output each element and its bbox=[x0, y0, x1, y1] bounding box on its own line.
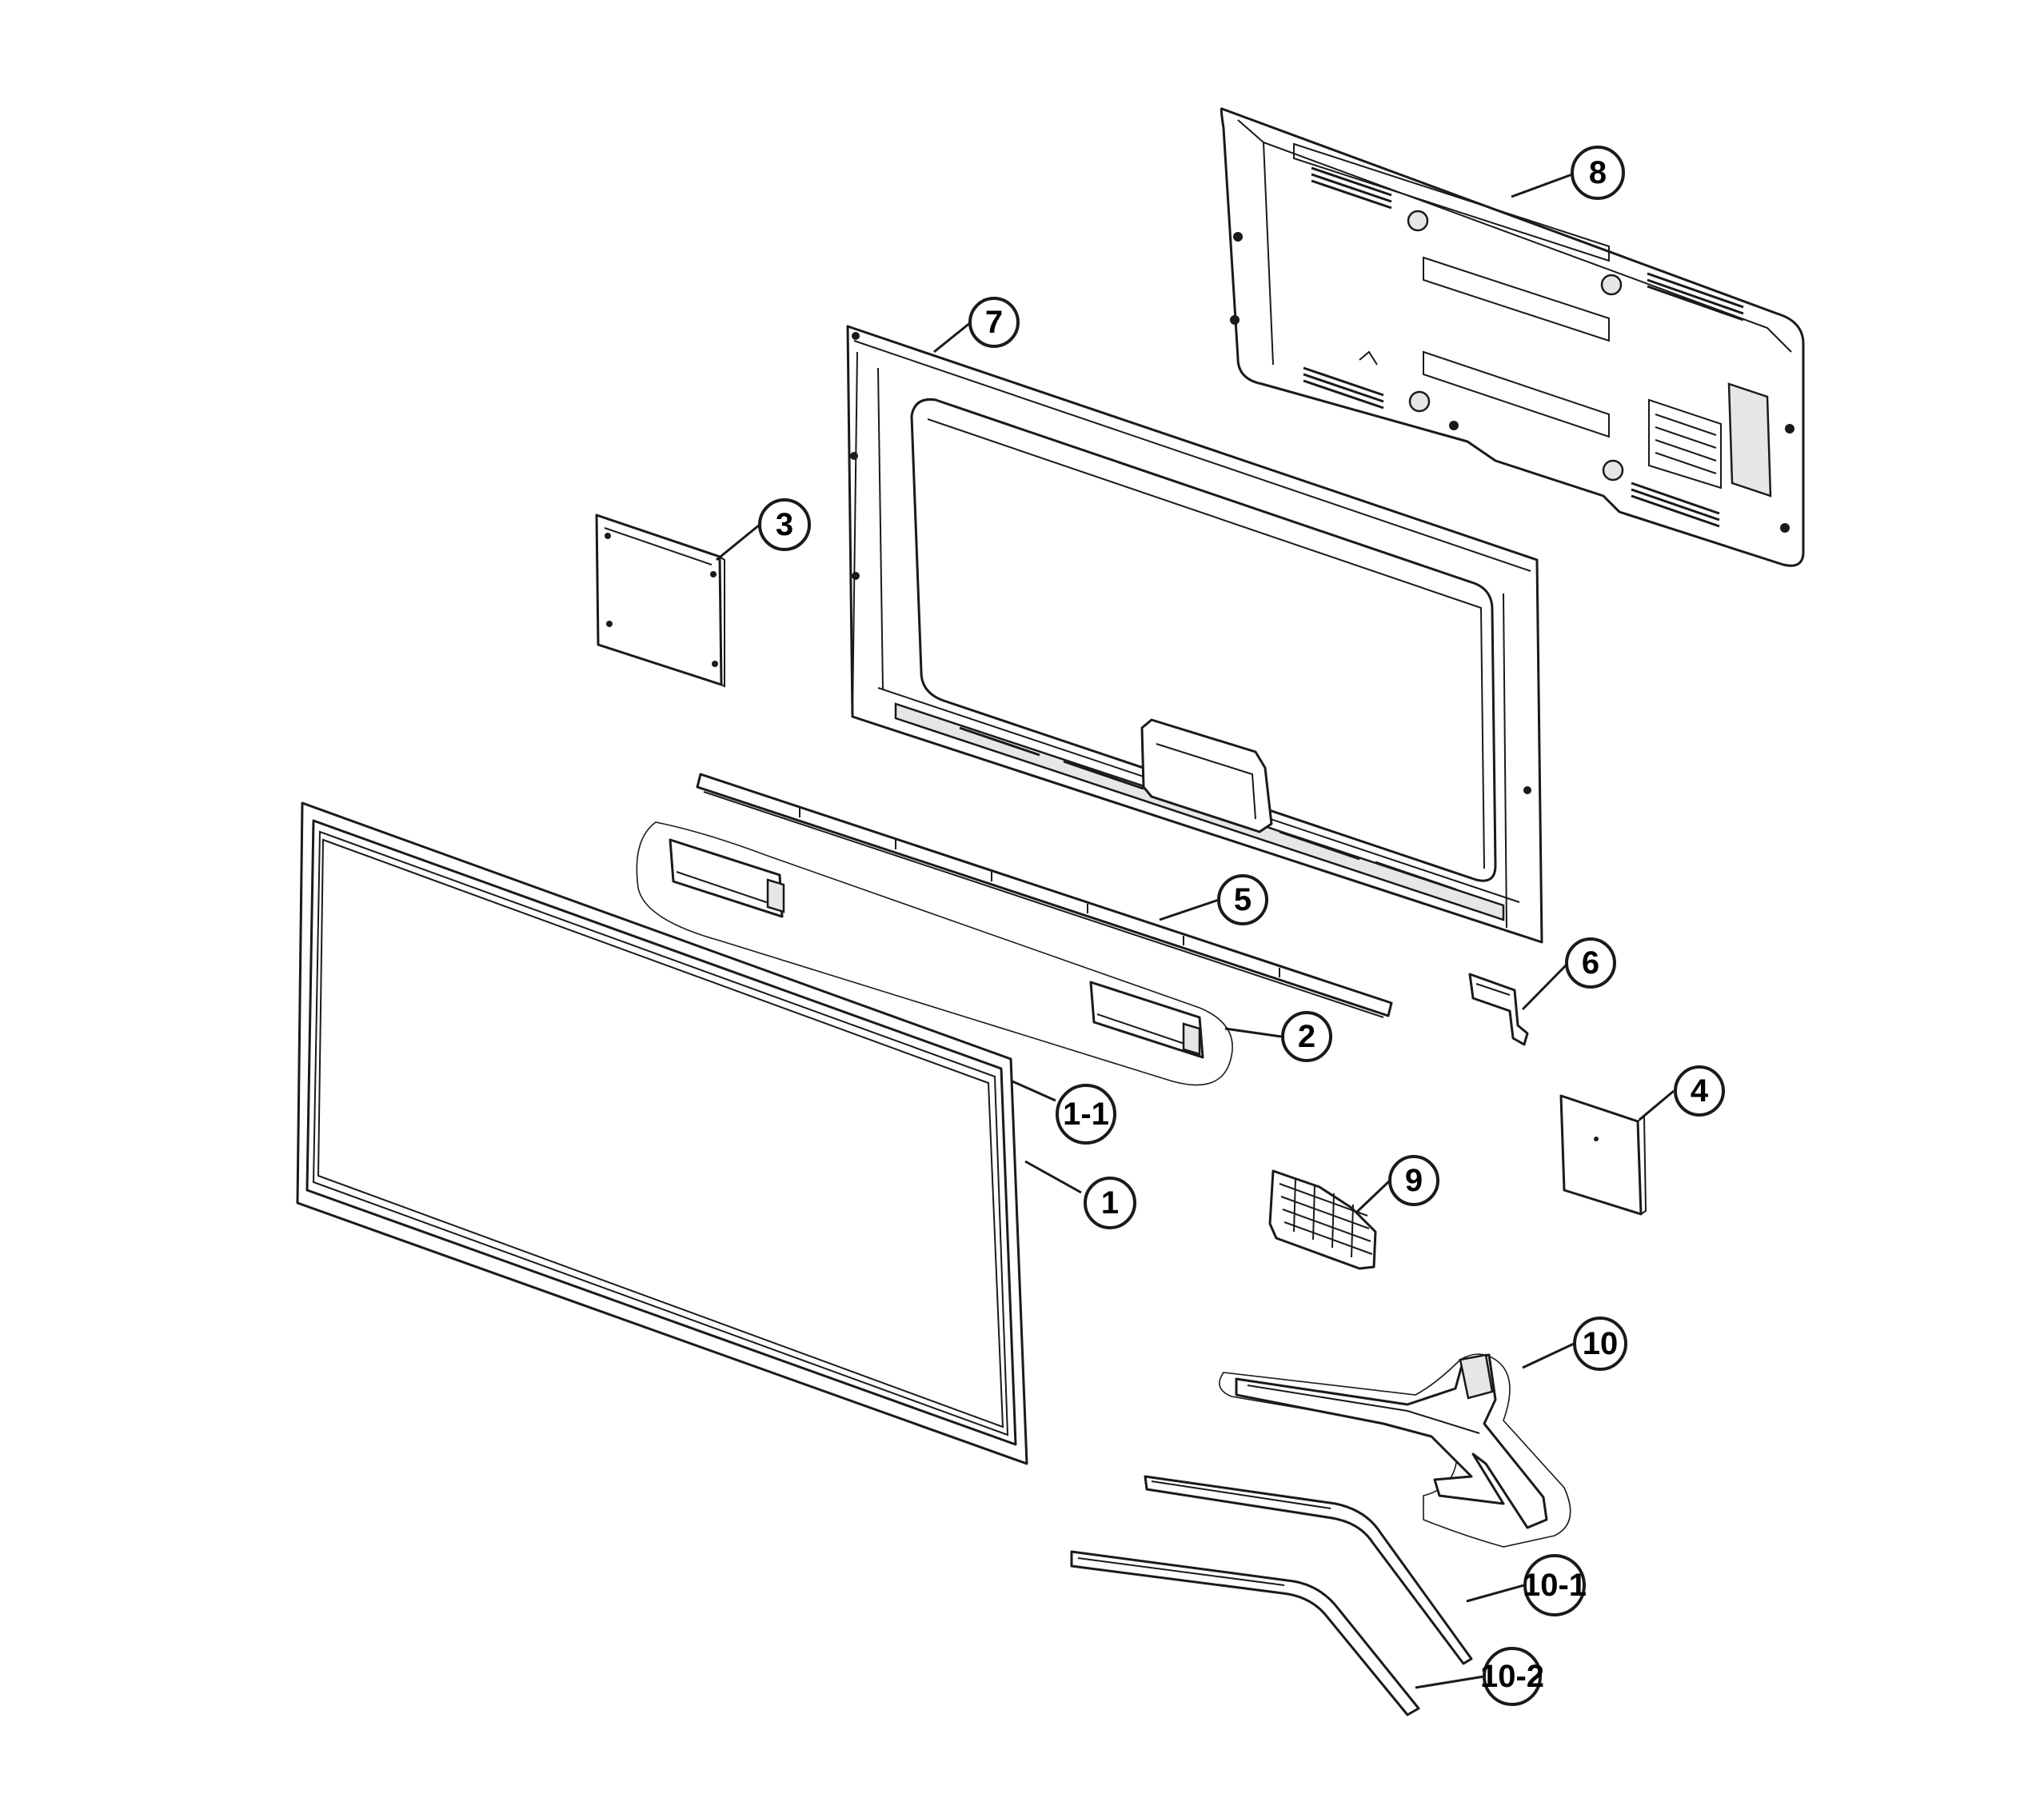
callout-label: 10-1 bbox=[1523, 1568, 1587, 1603]
callout-10-2: 10-2 bbox=[1480, 1647, 1544, 1706]
callout-2: 2 bbox=[1281, 1011, 1332, 1062]
bottom-bar-part bbox=[696, 773, 1393, 1018]
stand-cover-part bbox=[1268, 1169, 1377, 1270]
callout-label: 4 bbox=[1691, 1073, 1709, 1109]
callout-10: 10 bbox=[1573, 1317, 1627, 1371]
callout-label: 10-2 bbox=[1480, 1659, 1544, 1694]
callout-7: 7 bbox=[968, 297, 1020, 348]
sub-board-part bbox=[1559, 1094, 1647, 1216]
callout-label: 2 bbox=[1298, 1019, 1315, 1054]
leader-lines bbox=[716, 173, 1675, 1689]
main-board-part bbox=[595, 513, 725, 688]
callout-label: 1-1 bbox=[1063, 1097, 1109, 1132]
callout-label: 10 bbox=[1583, 1326, 1619, 1361]
callout-label: 3 bbox=[776, 507, 793, 542]
callout-label: 1 bbox=[1101, 1185, 1119, 1221]
callout-6: 6 bbox=[1565, 937, 1616, 989]
callout-label: 6 bbox=[1582, 945, 1599, 981]
middle-frame-part bbox=[846, 325, 1543, 944]
stand-leg-left-part bbox=[1144, 1475, 1473, 1665]
callout-4: 4 bbox=[1674, 1065, 1725, 1117]
stand-leg-right-part bbox=[1070, 1550, 1420, 1716]
front-panel-part bbox=[296, 801, 1028, 1465]
callout-label: 8 bbox=[1589, 155, 1607, 190]
small-bracket-part bbox=[1468, 973, 1529, 1046]
callout-8: 8 bbox=[1571, 146, 1625, 200]
callout-3: 3 bbox=[758, 498, 811, 551]
callout-label: 9 bbox=[1405, 1163, 1423, 1198]
callout-1-1: 1-1 bbox=[1056, 1084, 1116, 1145]
stand-assembly-part bbox=[1219, 1353, 1571, 1548]
callout-10-1: 10-1 bbox=[1523, 1554, 1587, 1616]
callout-9: 9 bbox=[1388, 1155, 1439, 1206]
callout-label: 5 bbox=[1234, 882, 1252, 917]
callout-5: 5 bbox=[1217, 874, 1268, 925]
rear-cover-part bbox=[1220, 107, 1805, 567]
callout-label: 7 bbox=[985, 305, 1003, 340]
callout-1: 1 bbox=[1084, 1177, 1136, 1229]
bracket-set-part bbox=[636, 821, 1233, 1086]
